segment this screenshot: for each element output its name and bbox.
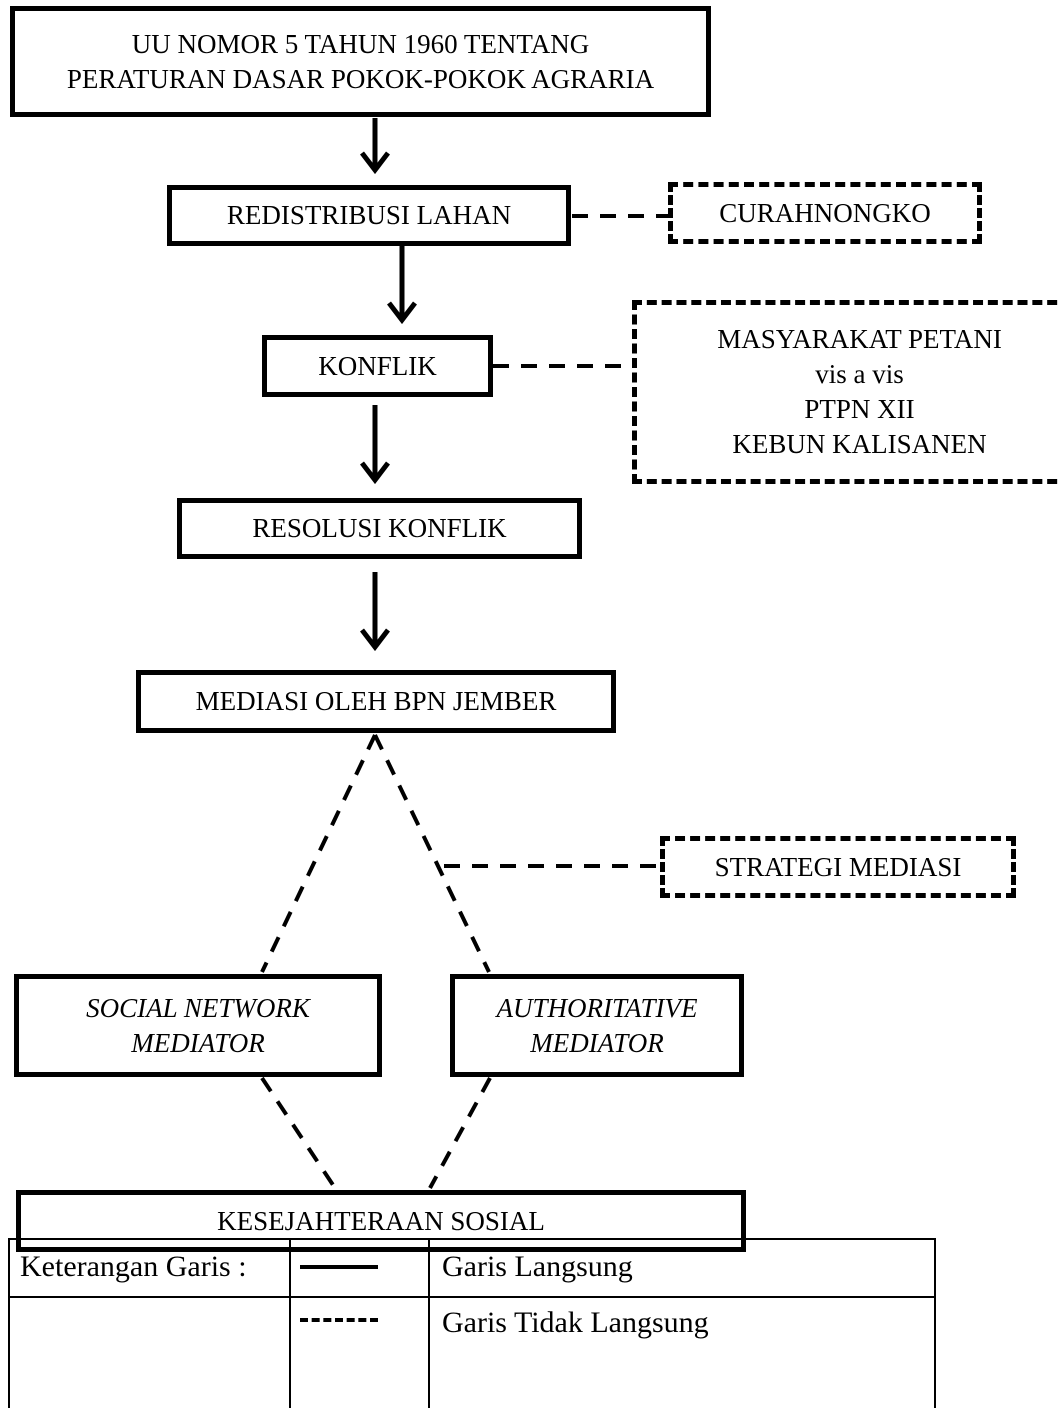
mediasi-label: MEDIASI OLEH BPN JEMBER (195, 686, 557, 716)
mediasi-box: MEDIASI OLEH BPN JEMBER (136, 670, 616, 733)
uupa-line1: UU NOMOR 5 TAHUN 1960 TENTANG (131, 28, 590, 59)
arrowhead-redistribusi (360, 151, 390, 175)
parties-line3: PTPN XII (804, 394, 915, 424)
arrowhead-konflik (387, 301, 417, 325)
redistribusi-box: REDISTRIBUSI LAHAN (167, 185, 571, 246)
legend-solid-sample (300, 1265, 378, 1269)
parties-line2: vis a vis (815, 359, 904, 389)
strategi-label: STRATEGI MEDIASI (714, 851, 962, 882)
dash-social-kesejahteraan (260, 1076, 337, 1190)
authoritative-line1: AUTHORITATIVE (496, 992, 698, 1023)
redistribusi-label: REDISTRIBUSI LAHAN (226, 200, 512, 230)
dash-authoritative-kesejahteraan (428, 1077, 492, 1189)
kesejahteraan-box: KESEJAHTERAAN SOSIAL (16, 1190, 746, 1252)
arrowhead-resolusi (360, 461, 390, 485)
legend-title: Keterangan Garis : (20, 1250, 247, 1283)
social-line2: MEDIATOR (131, 1027, 265, 1058)
line-legend: Keterangan Garis : Garis Langsung Garis … (8, 1238, 936, 1408)
legend-dashed-label: Garis Tidak Langsung (442, 1306, 709, 1339)
uupa-line2: PERATURAN DASAR POKOK-POKOK AGRARIA (66, 63, 655, 94)
dash-mediasi-authoritative (373, 734, 491, 973)
social-line1: SOCIAL NETWORK (86, 992, 310, 1023)
social-network-mediator-box: SOCIAL NETWORK MEDIATOR (14, 974, 382, 1077)
resolusi-label: RESOLUSI KONFLIK (252, 513, 507, 543)
authoritative-line2: MEDIATOR (530, 1027, 664, 1058)
parties-box: MASYARAKAT PETANI vis a vis PTPN XII KEB… (632, 300, 1061, 484)
strategi-box: STRATEGI MEDIASI (660, 836, 1016, 898)
curahnongko-label: CURAHNONGKO (719, 197, 931, 228)
curahnongko-box: CURAHNONGKO (668, 182, 982, 244)
konflik-label: KONFLIK (318, 350, 437, 381)
konflik-box: KONFLIK (262, 335, 493, 397)
parties-line1: MASYARAKAT PETANI (717, 324, 1002, 354)
uupa-box: UU NOMOR 5 TAHUN 1960 TENTANG PERATURAN … (10, 6, 711, 117)
legend-dashed-sample (300, 1318, 378, 1322)
authoritative-mediator-box: AUTHORITATIVE MEDIATOR (450, 974, 744, 1077)
resolusi-box: RESOLUSI KONFLIK (177, 498, 582, 559)
legend-solid-label: Garis Langsung (442, 1250, 633, 1283)
parties-line4: KEBUN KALISANEN (732, 429, 987, 459)
kesejahteraan-label: KESEJAHTERAAN SOSIAL (217, 1205, 545, 1236)
dash-mediasi-social (260, 734, 377, 973)
arrowhead-mediasi (360, 628, 390, 652)
